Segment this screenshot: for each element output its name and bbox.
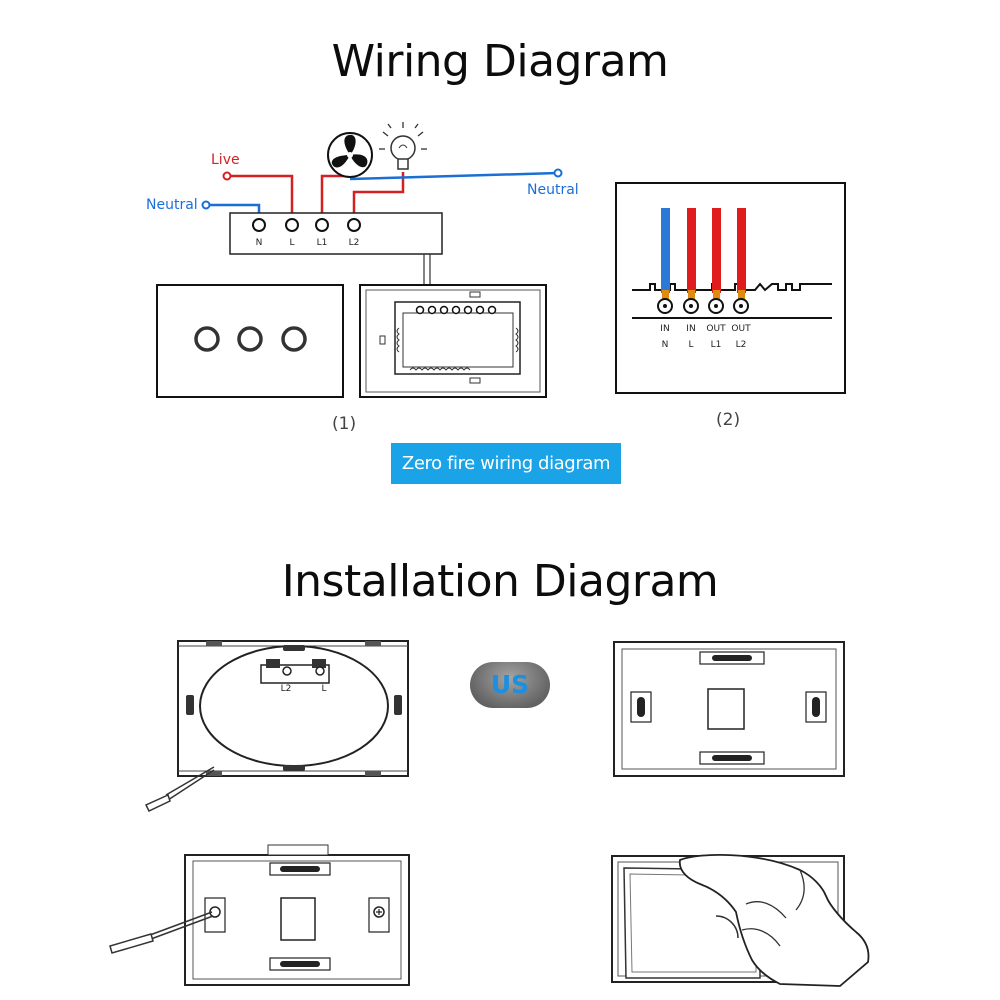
terminal-label-l1: L1 — [317, 238, 328, 248]
neutral-left-dot — [201, 200, 211, 210]
back-label-l: L — [321, 684, 326, 694]
install-step-back-plate: L2 L — [144, 640, 409, 812]
terminal-label-n: N — [256, 238, 263, 248]
caption-2: (2) — [716, 410, 741, 430]
live-wire-detail — [687, 208, 696, 293]
terminal-detail-panel: IN IN OUT OUT N L L1 L2 — [615, 182, 846, 394]
neutral-left-label: Neutral — [146, 197, 198, 213]
detail-top-label-1: IN — [660, 324, 669, 334]
zero-fire-banner: Zero fire wiring diagram — [391, 443, 621, 484]
switch-back-panel — [359, 284, 547, 398]
neutral-right-wire — [349, 171, 559, 181]
install-step-screw-plate — [109, 844, 410, 986]
detail-bottom-label-1: N — [662, 340, 669, 350]
installation-diagram-title: Installation Diagram — [281, 556, 719, 607]
detail-top-label-4: OUT — [731, 324, 751, 334]
live-label: Live — [211, 152, 240, 168]
detail-bottom-label-3: L1 — [711, 340, 722, 350]
wiring-schematic: N L L1 L2 — [201, 122, 563, 292]
detail-bottom-label-2: L — [688, 340, 693, 350]
caption-1: (1) — [332, 414, 357, 434]
terminal-block — [229, 212, 443, 255]
neutral-right-dot — [553, 168, 563, 178]
neutral-wire-detail — [661, 208, 670, 293]
install-step-mounting-plate — [613, 641, 845, 777]
detail-top-label-3: OUT — [706, 324, 726, 334]
us-badge: US — [470, 662, 550, 708]
screwdriver-icon-2 — [109, 933, 154, 954]
l2-wire — [352, 172, 405, 219]
detail-bottom-label-4: L2 — [736, 340, 747, 350]
fan-icon — [327, 132, 373, 178]
neutral-right-label: Neutral — [527, 182, 579, 198]
l2-wire-detail — [737, 208, 746, 293]
back-label-l2: L2 — [281, 684, 292, 694]
terminal-label-l2: L2 — [349, 238, 360, 248]
l1-wire-detail — [712, 208, 721, 293]
install-step-attach-panel — [611, 853, 870, 987]
detail-top-label-2: IN — [686, 324, 695, 334]
light-bulb-icon — [379, 122, 427, 170]
screwdriver-icon — [144, 793, 171, 812]
terminal-label-l: L — [289, 238, 294, 248]
switch-front-panel — [156, 284, 344, 398]
wiring-diagram-title: Wiring Diagram — [331, 36, 669, 87]
live-wire — [227, 174, 294, 219]
live-terminal-dot — [222, 171, 232, 181]
